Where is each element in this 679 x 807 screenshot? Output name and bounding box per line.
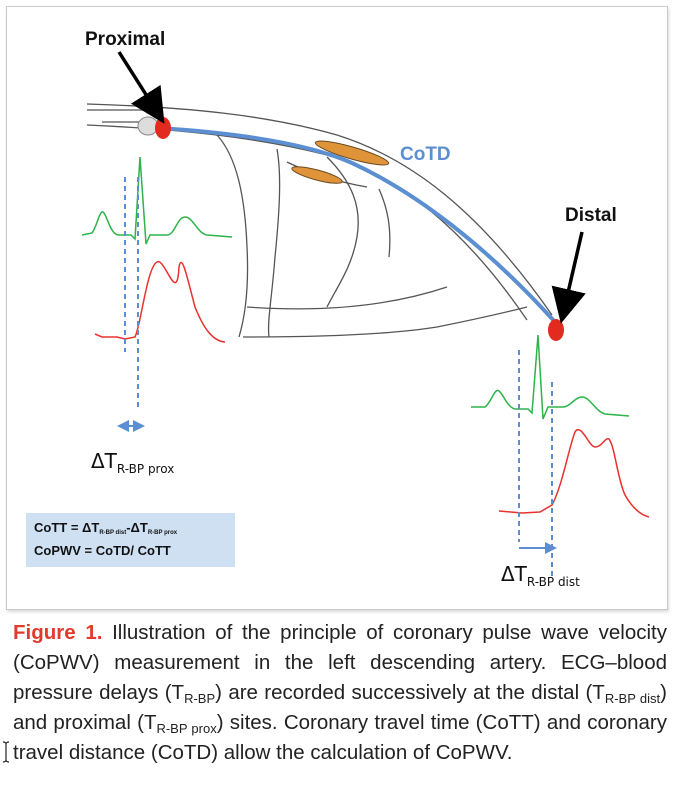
distal-arrow — [551, 231, 586, 324]
artery-outline — [86, 103, 553, 338]
distal-ecg-wave — [471, 334, 630, 420]
catheter-path — [158, 126, 557, 324]
proximal-ecg-wave — [81, 156, 233, 245]
illustration: Proximal Distal CoTD ΔTR-BP prox ΔTR-BP … — [81, 29, 650, 589]
caption-text-2: ) are recorded successively at the dista… — [215, 681, 605, 704]
formula-copwv: CoPWV = CoTD/ CoTT — [34, 543, 171, 558]
figure-panel: Proximal Distal CoTD ΔTR-BP prox ΔTR-BP … — [6, 6, 668, 610]
delta-prox-label: ΔTR-BP prox — [91, 449, 174, 476]
formula-box: CoTT = ΔTR-BP dist-ΔTR-BP prox CoPWV = C… — [26, 513, 235, 567]
formula-cott: CoTT = ΔTR-BP dist-ΔTR-BP prox — [34, 520, 178, 536]
text-cursor-icon — [2, 741, 10, 763]
plaque-upper — [314, 140, 390, 166]
distal-marker — [548, 319, 564, 341]
caption-text-1: Illustration of the principle of coronar… — [13, 621, 667, 704]
proximal-marker — [155, 117, 171, 139]
caption-text-4: ) sites. Coronary travel time (CoTT) and… — [13, 711, 667, 764]
catheter-tip — [137, 116, 159, 136]
distal-label: Distal — [565, 205, 617, 226]
figure-caption: Figure 1. Illustration of the principle … — [13, 618, 667, 768]
proximal-pressure-wave — [94, 261, 226, 343]
caption-sub-2: R-BP dist — [604, 691, 661, 706]
proximal-arrow — [117, 51, 165, 124]
distal-pressure-wave — [498, 429, 650, 518]
caption-sub-1: R-BP — [184, 691, 216, 706]
proximal-label: Proximal — [85, 29, 165, 50]
caption-text-3: ) and proximal (T — [13, 681, 667, 734]
plaque-lower — [291, 166, 343, 184]
delta-dist-label: ΔTR-BP dist — [501, 562, 580, 589]
figure-label: Figure 1. — [13, 621, 103, 644]
caption-sub-3: R-BP prox — [156, 721, 217, 736]
cotd-label: CoTD — [400, 144, 451, 165]
